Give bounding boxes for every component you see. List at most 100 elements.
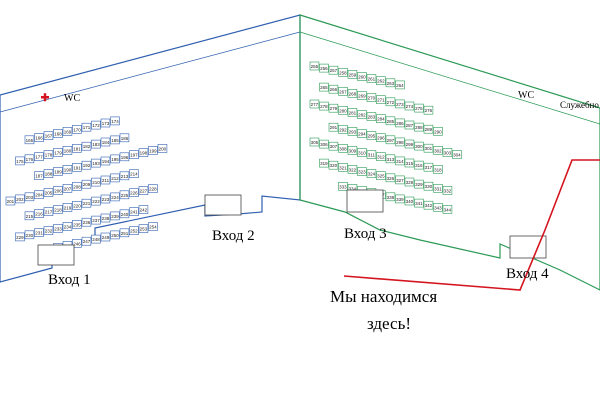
stall-number: 310 [358, 151, 366, 156]
stall-number: 340 [406, 199, 414, 204]
stall: 246 [72, 239, 82, 248]
stall: 211 [100, 175, 111, 185]
stall-number: 321 [339, 165, 347, 170]
stall-number: 186 [121, 136, 129, 141]
stall: 304 [452, 150, 462, 159]
stall-number: 238 [102, 216, 110, 221]
stall: 278 [319, 101, 329, 111]
stall-number: 170 [73, 127, 81, 132]
entrance-4-door [509, 235, 547, 259]
stall: 230 [24, 230, 35, 240]
stall: 187 [34, 171, 44, 180]
stall: 221 [81, 198, 92, 208]
stall-number: 318 [434, 167, 442, 172]
stall-number: 204 [35, 193, 43, 198]
stall: 284 [376, 114, 386, 123]
stall-number: 290 [434, 129, 442, 134]
stall-number: 241 [130, 210, 138, 215]
you-are-here-label-line2: здесь! [367, 314, 411, 333]
stall: 279 [328, 103, 339, 113]
stall: 260 [357, 72, 367, 81]
stall: 267 [338, 87, 348, 96]
entrance-3-label: Вход 3 [344, 226, 387, 242]
stall-number: 178 [45, 153, 53, 158]
stall: 181 [72, 144, 82, 153]
stall: 325 [376, 171, 386, 180]
stall-number: 168 [54, 132, 62, 137]
stall: 188 [43, 169, 54, 178]
stall: 276 [423, 105, 434, 115]
stall: 327 [395, 175, 405, 185]
stall: 192 [81, 160, 92, 170]
stall-number: 299 [406, 142, 414, 147]
stall: 213 [119, 171, 130, 181]
stall: 341 [414, 198, 424, 208]
stall: 204 [34, 190, 44, 199]
stall: 172 [91, 120, 101, 130]
stall: 201 [5, 196, 16, 206]
stall-number: 258 [339, 70, 347, 75]
stall-number: 196 [121, 155, 129, 160]
stall-number: 344 [444, 207, 452, 212]
stall: 242 [138, 205, 149, 214]
entrance-doors [37, 189, 547, 266]
stall-number: 343 [434, 205, 442, 210]
stall: 180 [62, 146, 73, 155]
stall-number: 269 [358, 94, 366, 99]
stall-number: 329 [415, 182, 423, 187]
stall-number: 291 [330, 125, 338, 130]
stall: 252 [129, 226, 139, 235]
stall: 170 [72, 125, 82, 134]
stall-number: 286 [396, 121, 404, 126]
stall-number: 320 [330, 163, 338, 168]
stall: 253 [138, 224, 149, 233]
stall-number: 188 [45, 172, 53, 177]
stall-number: 312 [377, 155, 385, 160]
stall: 331 [433, 184, 443, 193]
stall-number: 341 [415, 201, 423, 206]
stall-number: 233 [54, 227, 62, 232]
stall: 237 [91, 215, 101, 225]
stall-number: 311 [368, 153, 376, 158]
stall: 343 [433, 203, 443, 212]
stall-number: 273 [396, 102, 404, 107]
stall-number: 240 [121, 212, 129, 217]
stall-number: 242 [140, 208, 148, 213]
stall: 339 [395, 194, 405, 204]
stall-number: 248 [92, 237, 100, 242]
stall: 306 [319, 139, 329, 149]
stall-number: 304 [453, 153, 461, 158]
stall-number: 226 [130, 191, 138, 196]
stall-number: 288 [415, 125, 423, 130]
stall: 235 [72, 220, 82, 229]
route-line [343, 159, 600, 291]
service-room-label: Служебно [560, 100, 599, 110]
wc-right-label: WC [518, 90, 534, 101]
stall-number: 208 [73, 184, 81, 189]
first-aid-icon [41, 93, 49, 102]
stall: 208 [72, 182, 82, 191]
stall: 193 [91, 158, 101, 168]
stall-number: 222 [92, 199, 100, 204]
stall: 224 [110, 192, 120, 202]
stall-number: 303 [444, 150, 452, 155]
stall: 277 [309, 99, 320, 109]
stall-number: 252 [130, 229, 138, 234]
stall-number: 235 [73, 222, 81, 227]
stall: 342 [423, 200, 434, 210]
stall-number: 201 [7, 199, 15, 204]
entrance-1-door [37, 244, 75, 266]
stall: 254 [148, 222, 158, 231]
stall-number: 264 [396, 83, 404, 88]
stall: 289 [423, 124, 434, 134]
stall: 311 [366, 150, 377, 159]
stall: 189 [53, 167, 63, 176]
stall-number: 166 [35, 136, 43, 141]
stall: 269 [357, 91, 367, 100]
stall-number: 198 [140, 151, 148, 156]
stall-number: 275 [415, 106, 423, 111]
stall: 324 [366, 169, 377, 178]
stall-number: 293 [349, 129, 357, 134]
stall: 248 [91, 234, 101, 244]
stall-number: 330 [425, 184, 433, 189]
